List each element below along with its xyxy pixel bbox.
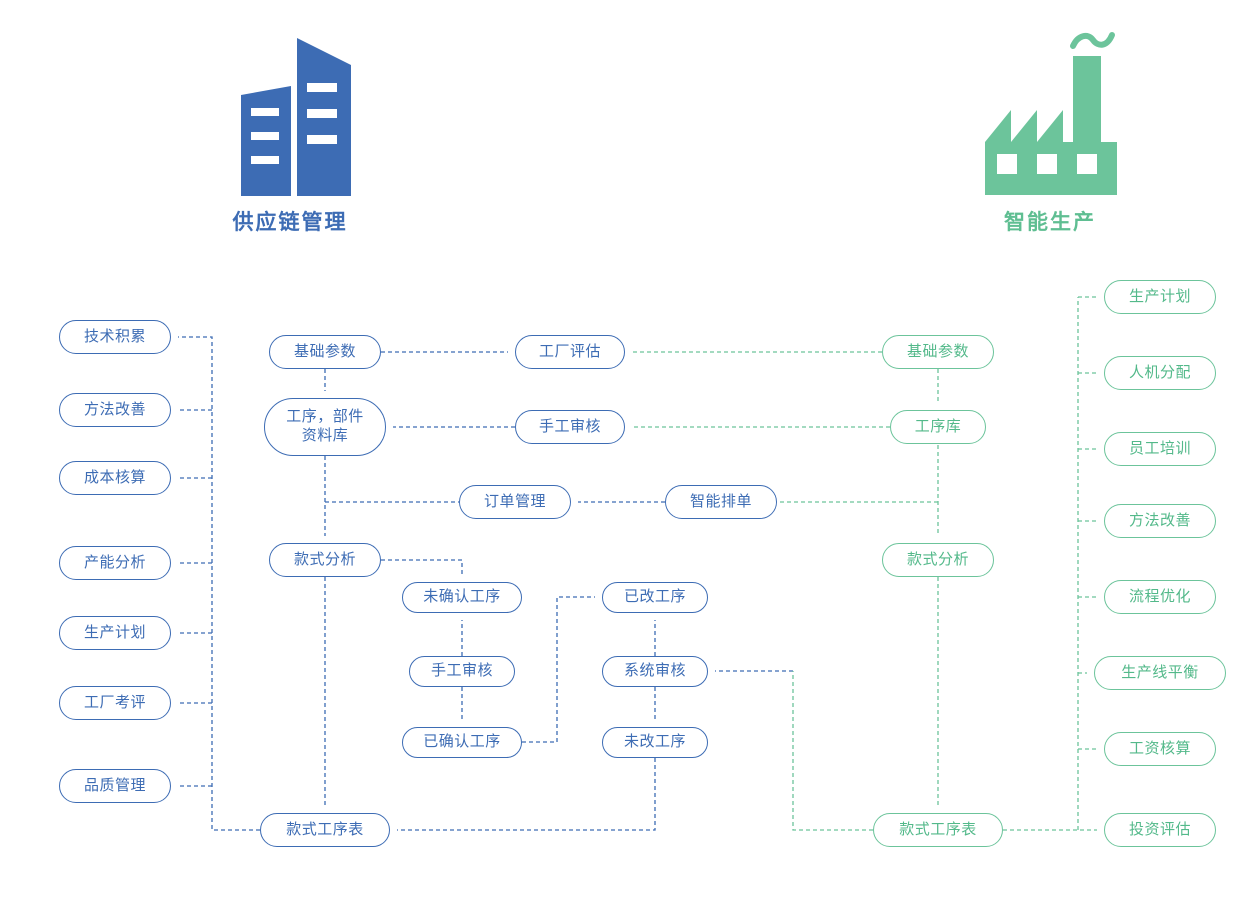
green-edges: [632, 296, 1097, 831]
node-manual-review-mid: 手工审核: [409, 656, 515, 687]
smoke-icon: [1070, 32, 1115, 49]
node-process-parts-db: 工序，部件 资料库: [264, 398, 386, 456]
pill-capacity-analysis: 产能分析: [59, 546, 171, 580]
node-base-params-blue: 基础参数: [269, 335, 381, 369]
pill-process-optimization: 流程优化: [1104, 580, 1216, 614]
pill-factory-appraisal: 工厂考评: [59, 686, 171, 720]
pill-method-improvement-right: 方法改善: [1104, 504, 1216, 538]
node-manual-review-top: 手工审核: [515, 410, 625, 444]
pill-production-plan: 生产计划: [59, 616, 171, 650]
factory-icon: [985, 32, 1117, 195]
node-factory-assessment: 工厂评估: [515, 335, 625, 369]
pill-employee-training: 员工培训: [1104, 432, 1216, 466]
node-changed-process: 已改工序: [602, 582, 708, 613]
pill-payroll-accounting: 工资核算: [1104, 732, 1216, 766]
pill-quality-management: 品质管理: [59, 769, 171, 803]
node-process-library: 工序库: [890, 410, 986, 444]
pill-line-balancing: 生产线平衡: [1094, 656, 1226, 690]
blue-edges: [178, 336, 793, 831]
pill-man-machine-allocation: 人机分配: [1104, 356, 1216, 390]
node-unconfirmed-process: 未确认工序: [402, 582, 522, 613]
pill-method-improvement: 方法改善: [59, 393, 171, 427]
node-confirmed-process: 已确认工序: [402, 727, 522, 758]
left-section-title: 供应链管理: [232, 211, 348, 234]
right-section-title: 智能生产: [1004, 211, 1096, 234]
node-unchanged-process: 未改工序: [602, 727, 708, 758]
node-base-params-green: 基础参数: [882, 335, 994, 369]
building-icon: [241, 38, 351, 196]
pill-investment-evaluation: 投资评估: [1104, 813, 1216, 847]
pill-tech-accumulation: 技术积累: [59, 320, 171, 354]
node-system-review: 系统审核: [602, 656, 708, 687]
pill-cost-accounting: 成本核算: [59, 461, 171, 495]
node-order-management: 订单管理: [459, 485, 571, 519]
node-style-analysis-blue: 款式分析: [269, 543, 381, 577]
node-style-process-sheet-green: 款式工序表: [873, 813, 1003, 847]
node-style-process-sheet-blue: 款式工序表: [260, 813, 390, 847]
node-style-analysis-green: 款式分析: [882, 543, 994, 577]
pill-production-planning: 生产计划: [1104, 280, 1216, 314]
node-smart-scheduling: 智能排单: [665, 485, 777, 519]
